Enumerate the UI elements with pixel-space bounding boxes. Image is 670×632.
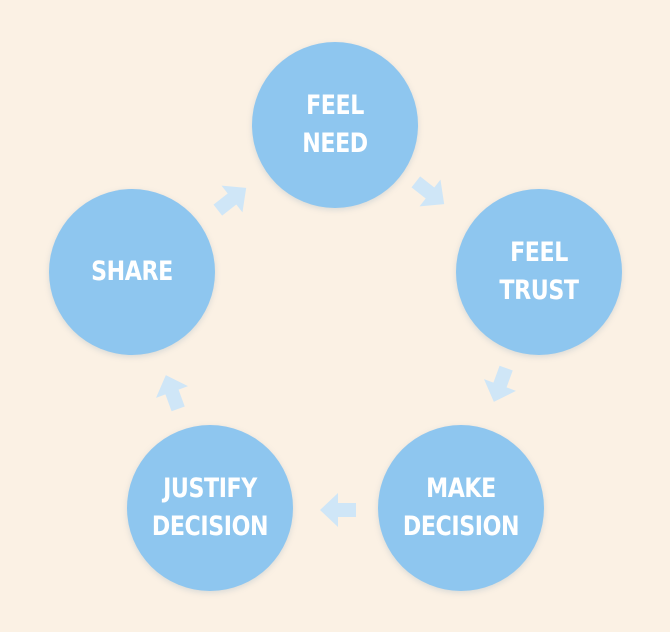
node-label-line: DECISION — [151, 511, 269, 542]
arrow-icon — [472, 357, 528, 413]
node-label-line: FEEL — [510, 237, 568, 268]
node-justify-decision: JUSTIFY DECISION — [127, 425, 293, 591]
node-label-line: FEEL — [306, 90, 364, 121]
arrow-icon — [316, 488, 360, 532]
node-label: SHARE — [66, 253, 197, 291]
node-label-line: DECISION — [402, 511, 520, 542]
node-feel-need: FEEL NEED — [252, 42, 418, 208]
node-label: JUSTIFY DECISION — [144, 470, 275, 546]
node-make-decision: MAKE DECISION — [378, 425, 544, 591]
node-label-line: TRUST — [499, 275, 579, 306]
arrow-icon — [201, 168, 263, 230]
node-label: MAKE DECISION — [395, 470, 526, 546]
node-label: FEEL NEED — [269, 87, 400, 163]
node-label: FEEL TRUST — [473, 234, 604, 310]
node-share: SHARE — [49, 189, 215, 355]
arrow-icon — [399, 162, 461, 224]
arrow-icon — [144, 364, 200, 420]
node-label-line: MAKE — [426, 473, 496, 504]
node-label-line: SHARE — [91, 256, 173, 287]
node-feel-trust: FEEL TRUST — [456, 189, 622, 355]
node-label-line: NEED — [302, 128, 368, 159]
node-label-line: JUSTIFY — [163, 473, 257, 504]
